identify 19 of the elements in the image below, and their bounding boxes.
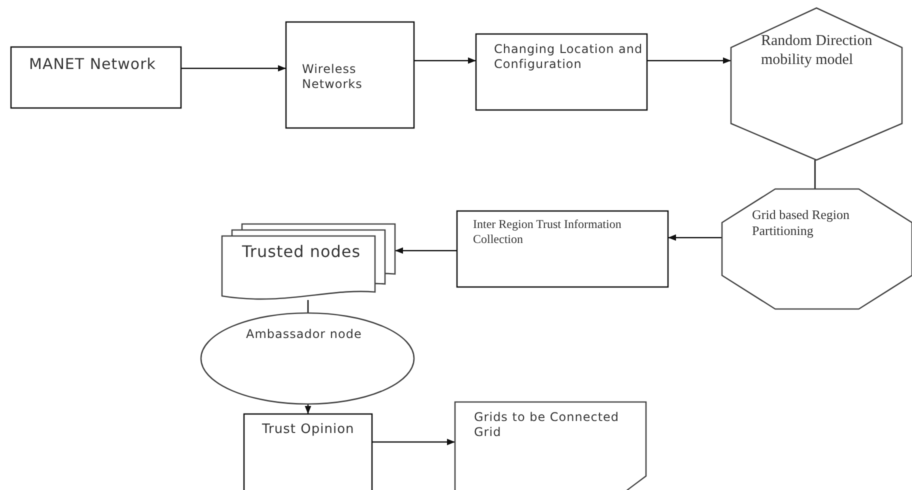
arrow bbox=[181, 65, 286, 72]
node-label: Ambassador node bbox=[246, 327, 362, 342]
connector-line bbox=[814, 160, 816, 189]
node-label: MANET Network bbox=[29, 55, 156, 74]
connector-line bbox=[307, 300, 309, 313]
arrow bbox=[304, 404, 312, 414]
node-label: Changing Location and Configuration bbox=[494, 42, 644, 72]
arrow bbox=[372, 438, 455, 446]
node-label: Grid based Region Partitioning bbox=[752, 207, 850, 240]
arrow bbox=[395, 247, 457, 254]
arrow bbox=[647, 57, 731, 64]
node-label: Trust Opinion bbox=[262, 422, 354, 438]
arrow bbox=[668, 234, 722, 241]
node-label: Inter Region Trust Information Collection bbox=[473, 217, 622, 247]
node-label: Wireless Networks bbox=[302, 62, 364, 92]
node-label: Random Direction mobility model bbox=[761, 32, 874, 70]
arrow bbox=[414, 57, 476, 64]
node-label: Grids to be Connected Grid bbox=[474, 410, 620, 440]
node-label: Trusted nodes bbox=[242, 242, 361, 262]
